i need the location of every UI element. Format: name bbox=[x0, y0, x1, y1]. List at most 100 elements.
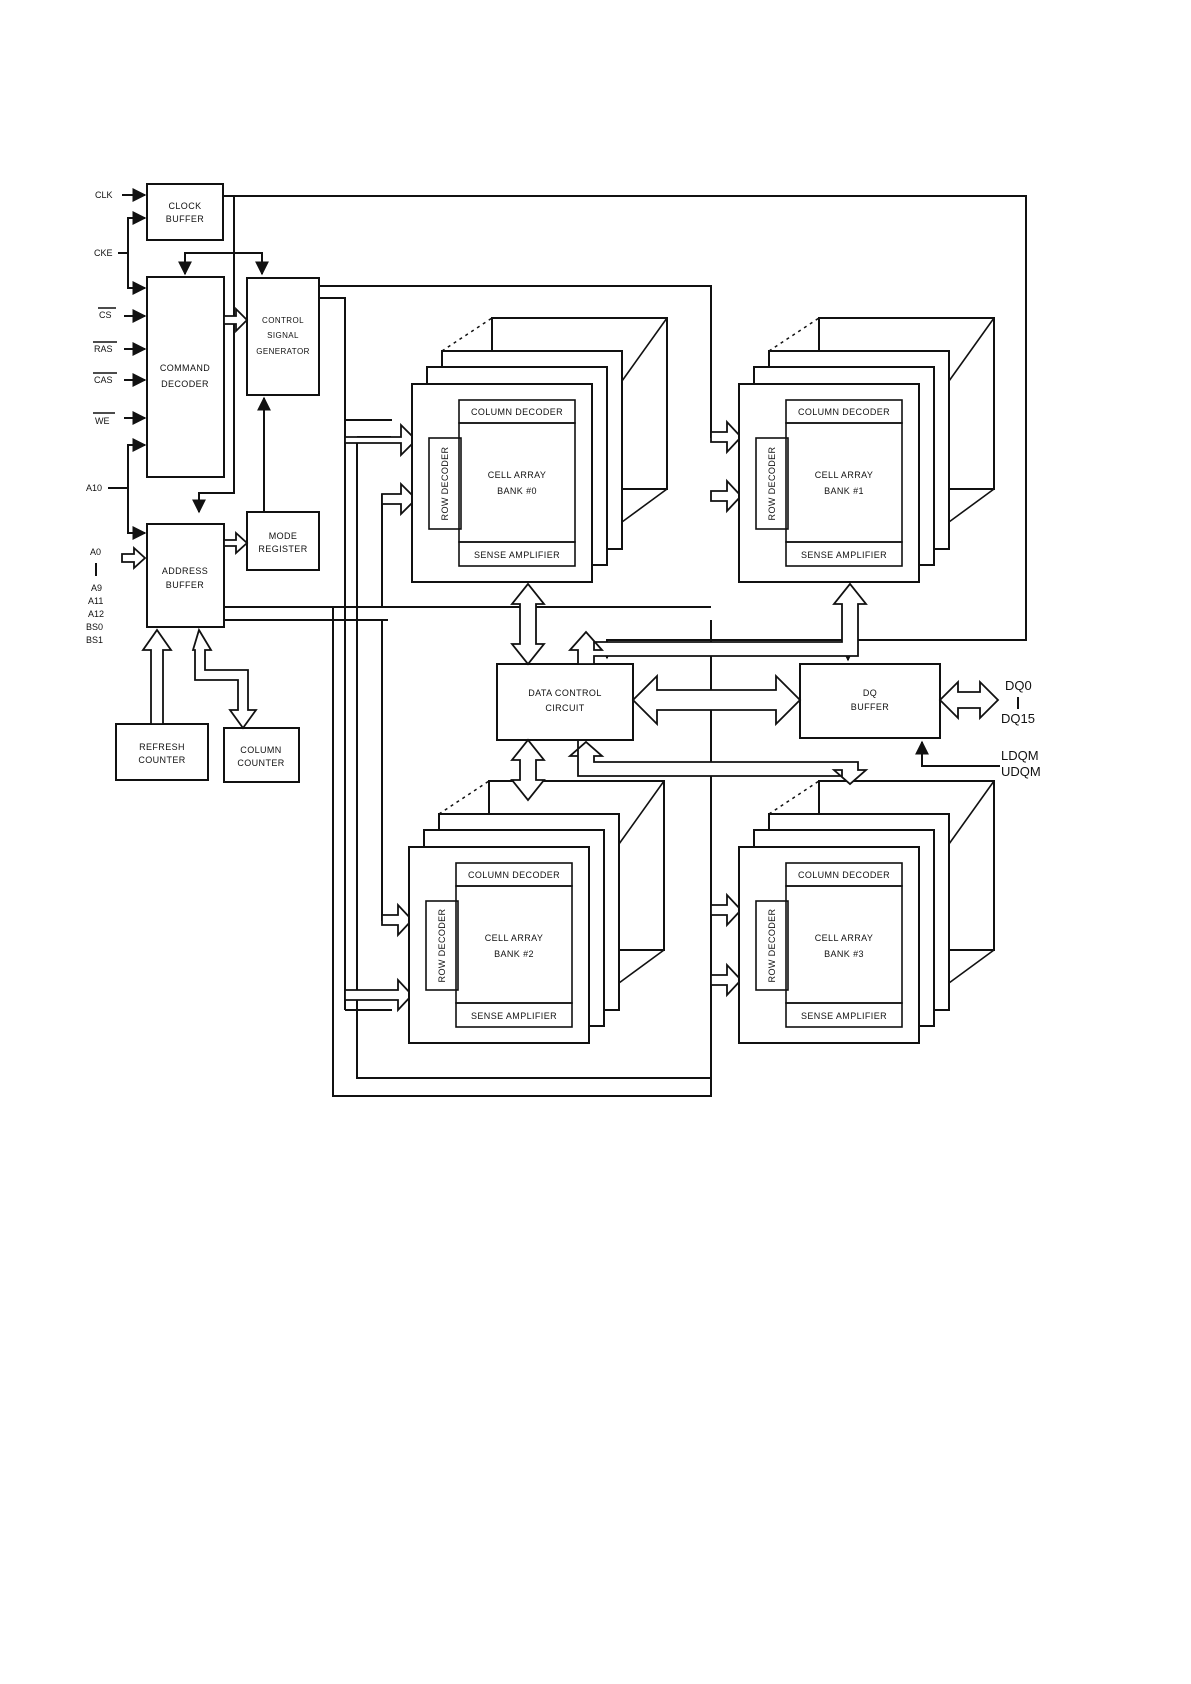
bank1-name-label: BANK #1 bbox=[824, 486, 864, 496]
pin-clk-label: CLK bbox=[95, 190, 113, 200]
bank0-column-decoder-label: COLUMN DECODER bbox=[471, 407, 563, 417]
bank3-data-bus bbox=[567, 740, 869, 786]
pin-a12-label: A12 bbox=[88, 609, 104, 619]
control-signal-generator-label-1: CONTROL bbox=[262, 316, 304, 325]
pin-we-label: WE bbox=[95, 416, 110, 426]
bank0-depth-edge-1 bbox=[441, 317, 493, 352]
bank0-front-plate bbox=[411, 383, 593, 583]
bank2-depth-edge-1 bbox=[438, 780, 490, 815]
address-bus-arrow bbox=[121, 545, 147, 571]
memory-banks: COLUMN DECODER ROW DECODER CELL ARRAY BANK … bbox=[408, 317, 995, 1044]
cke-to-clock-wire bbox=[118, 211, 147, 254]
refresh-to-address-arrow bbox=[141, 628, 173, 725]
bank3-row-decoder-label: ROW DECODER bbox=[767, 908, 777, 982]
dq-buffer-label-1: DQ bbox=[863, 688, 877, 698]
dq-buffer-box bbox=[799, 663, 941, 739]
bank3-depth-edge-1 bbox=[768, 780, 820, 815]
cke-to-decoder-wire bbox=[127, 253, 147, 295]
clock-to-address-wire bbox=[192, 196, 235, 514]
bank0-sense-amplifier-label: SENSE AMPLIFIER bbox=[474, 550, 560, 560]
clock-buffer-block: CLOCK BUFFER bbox=[146, 183, 224, 241]
dq-pins-bus bbox=[938, 679, 1000, 721]
bank2-col-arrow bbox=[381, 902, 414, 938]
inner-loop-bus bbox=[356, 437, 711, 1079]
dq-pin-label-15: DQ15 bbox=[1001, 711, 1035, 726]
data-control-circuit-block: DATA CONTROL CIRCUIT bbox=[496, 663, 634, 741]
command-decoder-box bbox=[146, 276, 225, 478]
decoder-to-control-arrow bbox=[223, 306, 249, 334]
pin-cs-label: CS bbox=[99, 310, 112, 320]
bank2-column-decoder-label: COLUMN DECODER bbox=[468, 870, 560, 880]
udqm-pin-label: UDQM bbox=[1001, 764, 1041, 779]
bank3-sense-amplifier-label: SENSE AMPLIFIER bbox=[801, 1011, 887, 1021]
bank1-depth-edge-1 bbox=[768, 317, 820, 352]
bank2-stack: COLUMN DECODER ROW DECODER CELL ARRAY BANK … bbox=[408, 780, 665, 1044]
dq-buffer-label-2: BUFFER bbox=[851, 702, 890, 712]
bank1-data-bus bbox=[567, 582, 868, 665]
a10-to-address-wire bbox=[127, 488, 147, 540]
data-control-circuit-box bbox=[496, 663, 634, 741]
column-counter-label-2: COUNTER bbox=[237, 758, 284, 768]
pin-a11-label: A11 bbox=[88, 596, 103, 606]
dqm-to-dq-buffer-wire bbox=[915, 740, 1000, 767]
command-decoder-block: COMMAND DECODER bbox=[146, 276, 225, 478]
bank0-col-arrow bbox=[344, 422, 418, 458]
data-path: DATA CONTROL CIRCUIT DQ BUFFER DQ0 DQ15 … bbox=[496, 582, 1041, 802]
clock-buffer-label-2: BUFFER bbox=[166, 214, 205, 224]
bank1-depth-edge-2 bbox=[948, 488, 995, 523]
address-buffer-label-2: BUFFER bbox=[166, 580, 205, 590]
cke-loop-wire bbox=[184, 252, 269, 276]
column-counter-bus-arrow bbox=[191, 627, 258, 730]
clock-buffer-label-1: CLOCK bbox=[168, 201, 201, 211]
bank1-front-plate bbox=[738, 383, 920, 583]
bank2-front-plate bbox=[408, 846, 590, 1044]
dq-buffer-block: DQ BUFFER bbox=[799, 663, 941, 739]
bank2-cell-array-label: CELL ARRAY bbox=[485, 933, 544, 943]
bank3-depth-edge-3 bbox=[948, 780, 995, 845]
pin-bs0-label: BS0 bbox=[86, 622, 103, 632]
address-pin-labels: A0 A9 A11 A12 BS0 BS1 bbox=[86, 547, 104, 645]
control-signal-generator-label-2: SIGNAL bbox=[267, 331, 299, 340]
mode-register-label-1: MODE bbox=[269, 531, 298, 541]
bank2-depth-edge-2 bbox=[618, 949, 665, 984]
bank2-row-bus bbox=[381, 620, 392, 921]
bank3-row-decoder-box bbox=[755, 900, 789, 991]
mode-register-block: MODE REGISTER bbox=[246, 511, 320, 571]
bank1-sense-amplifier-box bbox=[785, 541, 903, 567]
bank2-sense-amplifier-box bbox=[455, 1002, 573, 1028]
bank2-name-label: BANK #2 bbox=[494, 949, 534, 959]
bank2-row-arrow bbox=[344, 977, 414, 1013]
bank0-depth-edge-3 bbox=[621, 317, 668, 382]
clock-buffer-box bbox=[146, 183, 224, 241]
control-signal-generator-block: CONTROL SIGNAL GENERATOR bbox=[246, 277, 320, 396]
bank0-sense-amplifier-box bbox=[458, 541, 576, 567]
bank2-sense-amplifier-label: SENSE AMPLIFIER bbox=[471, 1011, 557, 1021]
control-bus-bank0-a bbox=[319, 297, 392, 421]
bank0-data-bus bbox=[510, 582, 546, 666]
bank-control-buses bbox=[319, 285, 743, 1097]
column-counter-label-1: COLUMN bbox=[240, 745, 281, 755]
control-signal-generator-box bbox=[246, 277, 320, 396]
dq-pin-label-0: DQ0 bbox=[1005, 678, 1032, 693]
data-control-circuit-label-1: DATA CONTROL bbox=[528, 688, 601, 698]
command-decoder-label-2: DECODER bbox=[161, 379, 209, 389]
bank1-column-decoder-label: COLUMN DECODER bbox=[798, 407, 890, 417]
bank1-sense-amplifier-label: SENSE AMPLIFIER bbox=[801, 550, 887, 560]
pin-cke-label: CKE bbox=[94, 248, 113, 258]
refresh-counter-block: REFRESH COUNTER bbox=[115, 723, 209, 781]
address-buffer-box bbox=[146, 523, 225, 628]
column-counter-box bbox=[223, 727, 300, 783]
bank2-row-decoder-box bbox=[425, 900, 459, 991]
bank1-row-decoder-label: ROW DECODER bbox=[767, 446, 777, 520]
bank1-row-arrow bbox=[710, 478, 743, 514]
pin-bs1-label: BS1 bbox=[86, 635, 103, 645]
bank0-row-arrow bbox=[381, 481, 418, 517]
bank3-cell-array-label: CELL ARRAY bbox=[815, 933, 874, 943]
mode-register-box bbox=[246, 511, 320, 571]
bank2-row-decoder-label: ROW DECODER bbox=[437, 908, 447, 982]
bank3-column-decoder-label: COLUMN DECODER bbox=[798, 870, 890, 880]
address-to-mode-arrow bbox=[223, 530, 249, 556]
